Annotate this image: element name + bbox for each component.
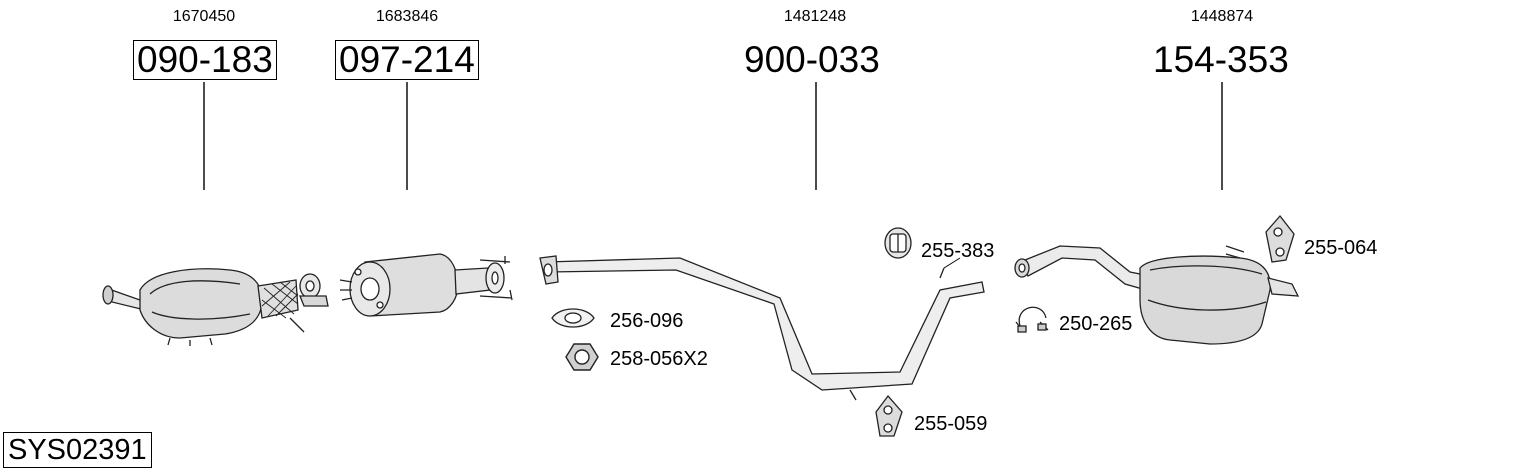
accessory-label-256-096[interactable]: 256-096: [610, 310, 684, 332]
rubber-mount-255-383-icon: [884, 227, 912, 259]
part-number-2[interactable]: 097-214: [335, 40, 479, 80]
oe-number-3: 1481248: [783, 8, 847, 25]
system-code: SYS02391: [3, 432, 152, 468]
catalytic-converter-drawing: [102, 268, 329, 346]
leader-255-383: [943, 257, 961, 269]
oe-number-1: 1670450: [172, 8, 236, 25]
part-number-1[interactable]: 090-183: [133, 40, 277, 80]
oe-number-4: 1448874: [1190, 8, 1254, 25]
part-number-3[interactable]: 900-033: [744, 39, 880, 80]
intermediate-pipe-drawing: [539, 255, 985, 401]
gasket-256-096-icon: [551, 308, 595, 328]
particulate-filter-drawing: [339, 253, 513, 317]
accessory-label-255-383[interactable]: 255-383: [921, 240, 995, 262]
part-number-4[interactable]: 154-353: [1153, 39, 1289, 80]
rubber-mount-255-064-icon: [1265, 214, 1295, 263]
oe-number-2: 1683846: [375, 8, 439, 25]
rear-silencer-drawing: [1014, 245, 1300, 345]
accessory-label-255-064[interactable]: 255-064: [1304, 237, 1378, 259]
rubber-mount-255-059-icon: [875, 394, 903, 437]
hex-nut-258-056-icon: [565, 343, 599, 371]
accessory-label-250-265[interactable]: 250-265: [1059, 313, 1133, 335]
accessory-label-258-056x2[interactable]: 258-056X2: [610, 348, 708, 370]
accessory-label-255-059[interactable]: 255-059: [914, 413, 988, 435]
clamp-250-265-icon: [1015, 306, 1049, 333]
